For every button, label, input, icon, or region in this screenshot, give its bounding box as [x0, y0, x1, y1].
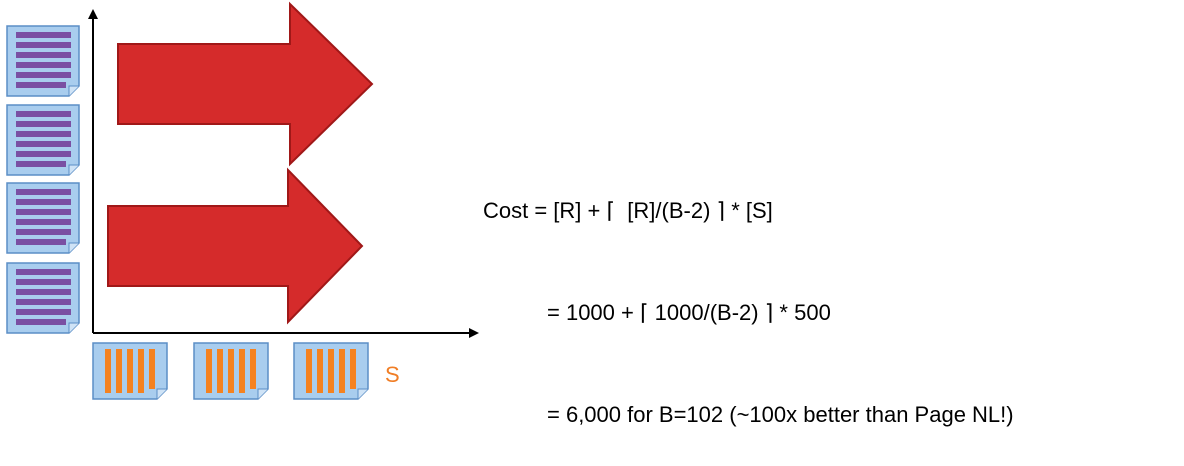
document-page-icon — [6, 25, 80, 97]
document-page-icon — [6, 262, 80, 334]
cost-formula-line-2: = 1000 + ⌈ 1000/(B-2) ⌉ * 500 — [547, 300, 831, 325]
block-arrow-right-icon — [107, 167, 364, 325]
cost-formula-line-3: = 6,000 for B=102 (~100x better than Pag… — [547, 402, 1014, 427]
document-page-icon — [193, 342, 269, 400]
cost-formula: Cost = [R] + ⌈ [R]/(B-2) ⌉ * [S] = 1000 … — [483, 126, 1014, 466]
block-arrow-right-icon — [117, 1, 374, 167]
s-pages — [92, 342, 369, 400]
document-page-icon — [293, 342, 369, 400]
document-page-icon — [92, 342, 168, 400]
join-cost-diagram — [6, 1, 479, 400]
document-page-icon — [6, 182, 80, 254]
document-page-icon — [6, 104, 80, 176]
cost-formula-line-1: Cost = [R] + ⌈ [R]/(B-2) ⌉ * [S] — [483, 198, 773, 223]
r-pages — [6, 25, 80, 334]
s-relation-label: S — [385, 362, 400, 387]
